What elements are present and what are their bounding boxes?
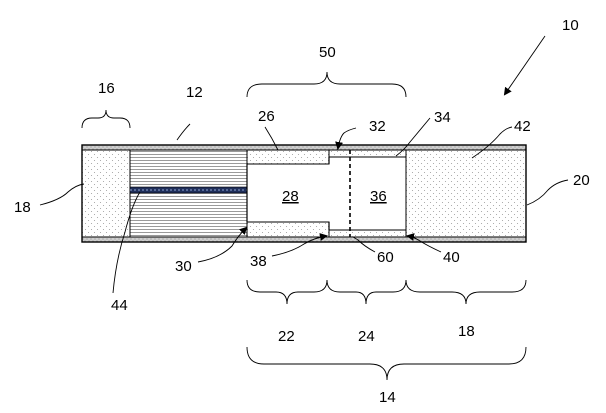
label-34: 34 [434,109,451,126]
label-60: 60 [377,249,394,266]
brace-50 [246,71,407,98]
label-10: 10 [562,17,579,34]
brace-16 [81,109,131,129]
brace-24 [326,279,407,305]
lower-bar-30 [246,221,330,238]
label-20: 20 [573,172,590,189]
brace-22 [246,279,328,305]
rod-outline [81,144,527,243]
label-22: 22 [278,328,295,345]
label-44: 44 [111,297,128,314]
brace-14 [246,346,527,381]
label-16: 16 [98,80,115,97]
label-26: 26 [258,108,275,125]
label-30: 30 [175,258,192,275]
label-32: 32 [369,118,386,135]
label-50: 50 [319,44,336,61]
outer-wall-top [81,144,527,151]
upper-bar-26 [246,149,330,165]
label-12: 12 [186,84,203,101]
label-38: 38 [250,253,267,270]
upper-bar-32 [328,149,407,158]
label-24: 24 [358,328,375,345]
lined-segment [129,149,248,238]
label-18-left: 18 [14,199,31,216]
label-36: 36 [370,188,387,205]
outer-wall-bottom [81,236,527,243]
lower-bar-38 [328,229,407,238]
label-42: 42 [514,118,531,135]
label-40: 40 [443,249,460,266]
brace-18-bottom [405,279,527,305]
end-segment-right [405,149,527,238]
end-segment-left [81,149,131,238]
label-28: 28 [282,188,299,205]
label-18-bottom: 18 [458,323,475,340]
label-14: 14 [379,389,396,406]
